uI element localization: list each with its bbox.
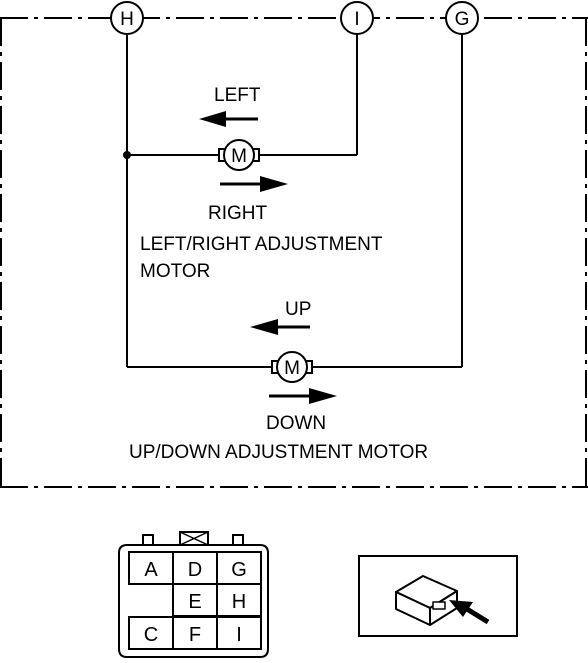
junction-dot: [123, 151, 131, 159]
up-down-motor: M: [271, 351, 313, 383]
left-right-motor-name-line1: LEFT/RIGHT ADJUSTMENT: [140, 234, 383, 255]
pin-cavity: [216, 583, 262, 617]
pin-cavity: [128, 551, 174, 585]
left-right-motor: M: [218, 139, 260, 171]
pin-cavity: [172, 551, 218, 585]
left-right-motor-symbol: M: [231, 146, 247, 167]
up-down-motor-name: UP/DOWN ADJUSTMENT MOTOR: [129, 442, 428, 463]
pin-d: D: [188, 559, 202, 581]
right-label: RIGHT: [208, 203, 268, 224]
left-right-motor-name-line2: MOTOR: [140, 261, 210, 282]
pin-cavity: [216, 551, 262, 585]
terminal-h: H: [110, 1, 144, 35]
connector-tab: [142, 534, 154, 546]
pin-cavity: [216, 616, 262, 650]
pin-g: G: [231, 559, 247, 581]
terminal-g: G: [445, 1, 479, 35]
down-label: DOWN: [266, 413, 326, 434]
terminal-g-label: G: [455, 9, 470, 30]
pin-i: I: [236, 624, 242, 646]
component-boundary: [0, 17, 588, 488]
view-direction-arrow-icon: [449, 600, 490, 625]
connector-view-icon: [358, 555, 518, 637]
connector-lock-tab: [179, 531, 209, 546]
up-down-motor-symbol: M: [284, 358, 300, 379]
wires: [126, 34, 463, 368]
pin-a: A: [144, 559, 158, 581]
pin-c: C: [144, 624, 158, 646]
connector-tab: [232, 534, 244, 546]
terminal-i-label: I: [354, 9, 359, 30]
up-arrow: [250, 319, 310, 335]
terminal-h-label: H: [120, 9, 134, 30]
pin-f: F: [189, 624, 201, 646]
down-arrow: [269, 388, 337, 404]
connector-face: A D G E H C F I: [118, 531, 269, 658]
up-label: UP: [285, 299, 311, 320]
left-label: LEFT: [214, 85, 261, 106]
pin-h: H: [232, 591, 246, 613]
terminal-i: I: [340, 1, 374, 35]
right-arrow: [220, 176, 288, 192]
pin-e: E: [188, 591, 201, 613]
left-arrow: [199, 111, 258, 127]
